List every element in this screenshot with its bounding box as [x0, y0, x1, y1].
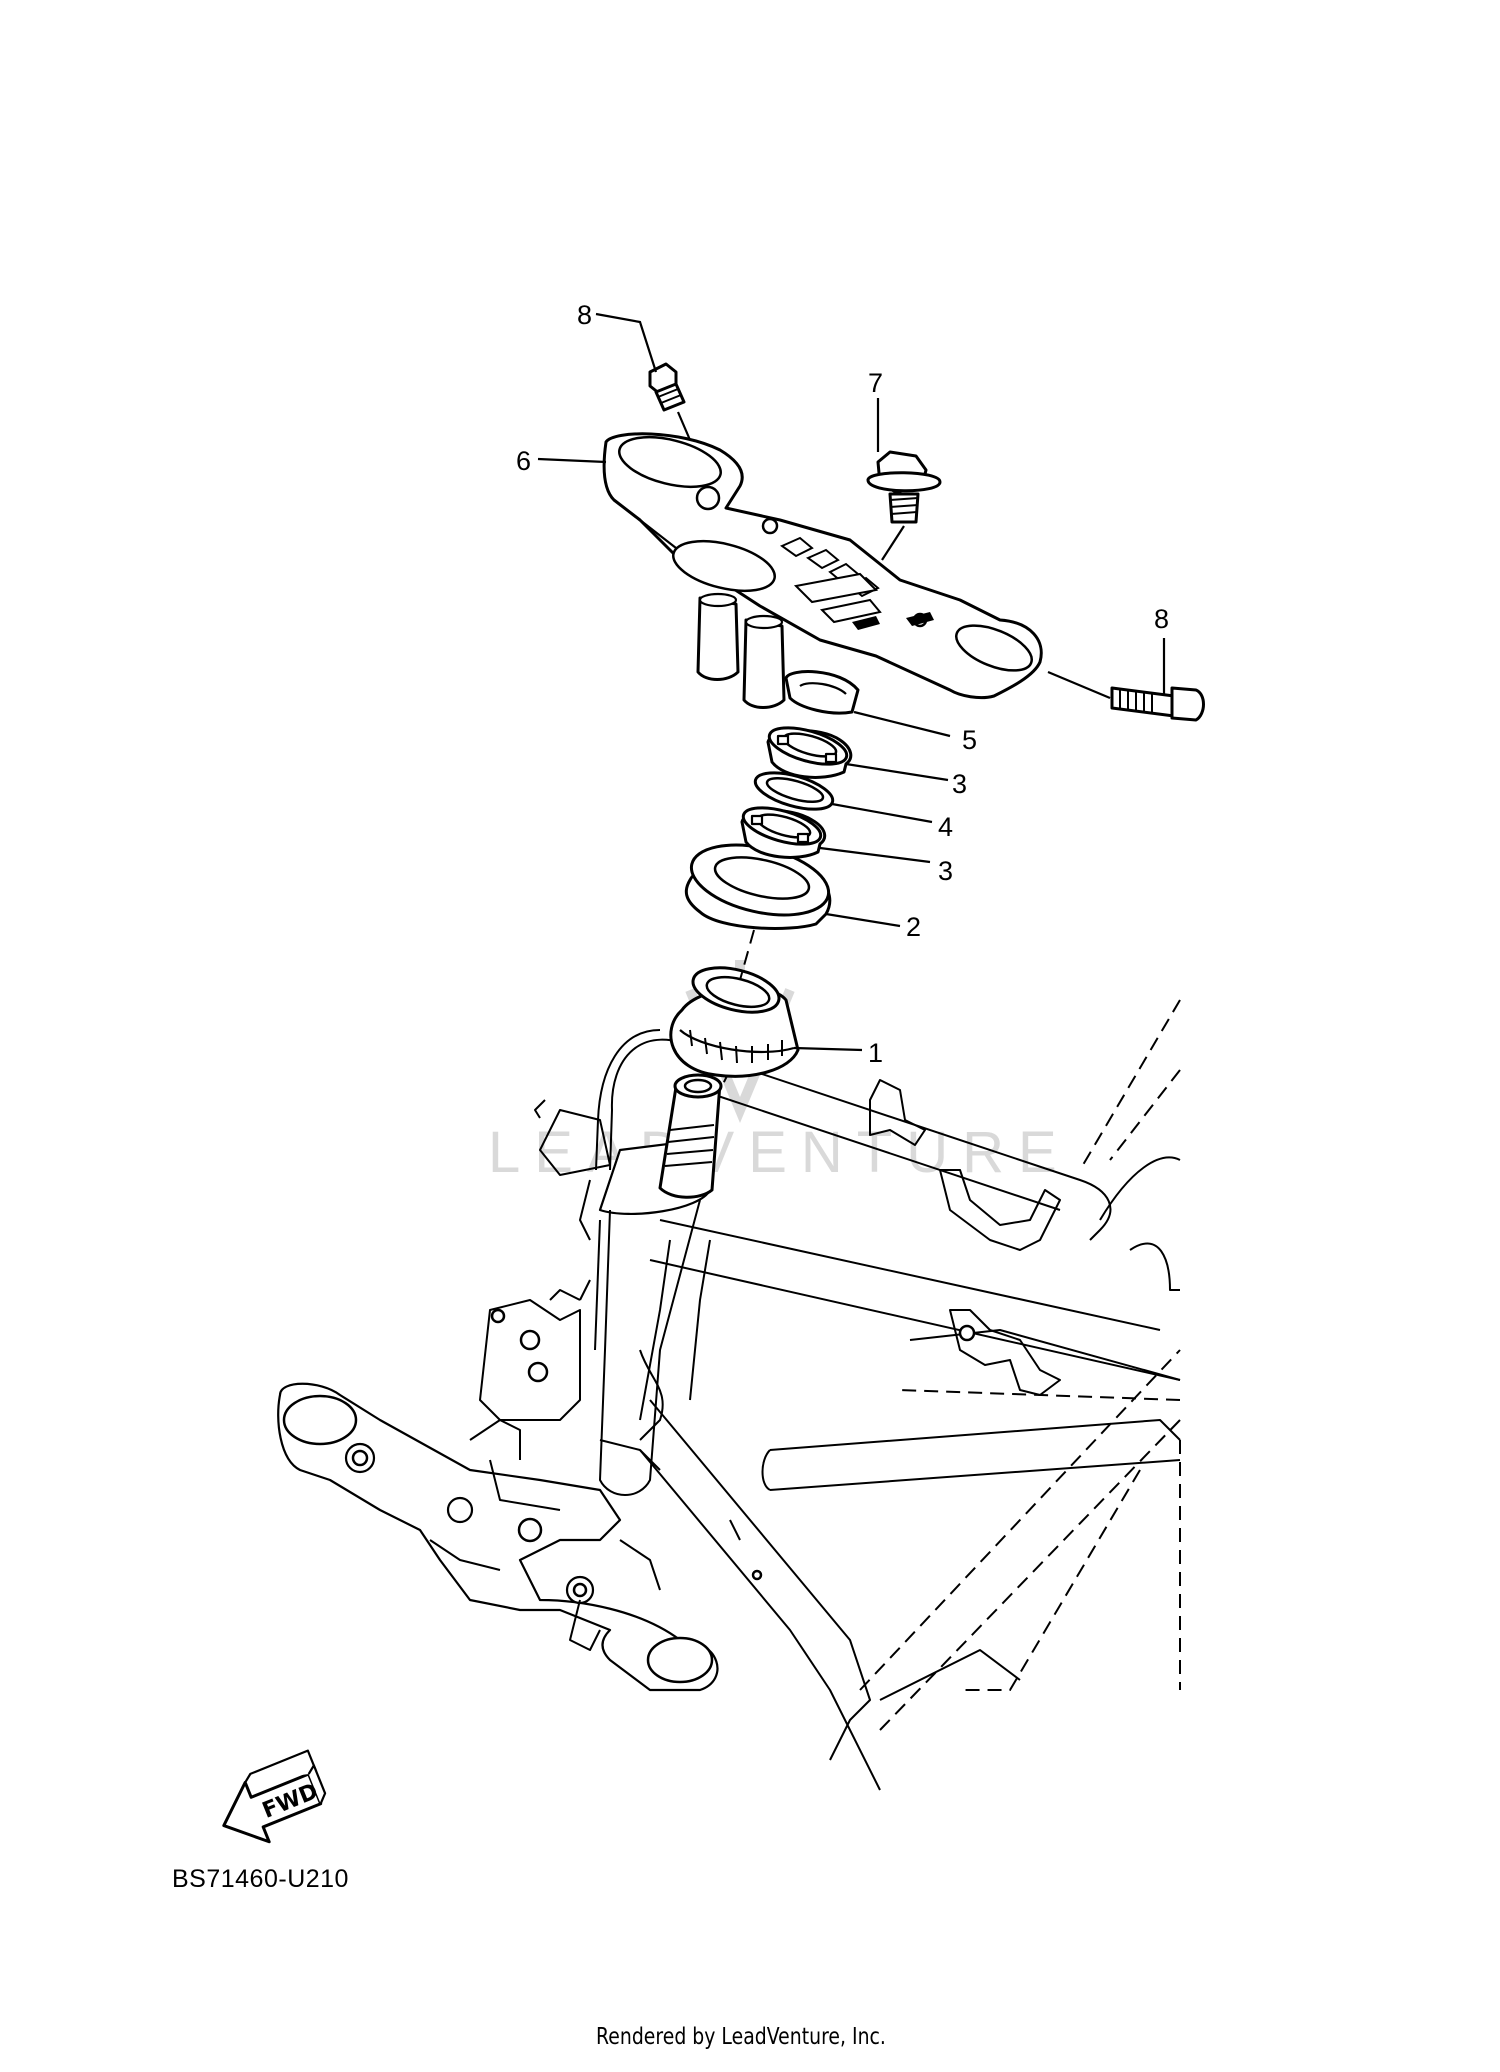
part-5-cap [784, 670, 860, 715]
steering-stem [658, 1073, 723, 1199]
callout-3-upper: 3 [952, 769, 967, 799]
part-8-bolt-right [1047, 670, 1205, 722]
callout-1: 1 [868, 1038, 883, 1068]
callout-7: 7 [868, 368, 883, 398]
part-3-ring-nut-lower [740, 806, 827, 859]
callout-3-lower: 3 [938, 856, 953, 886]
callout-8-right: 8 [1154, 604, 1169, 634]
callout-8-top: 8 [577, 300, 592, 330]
part-7-flange-bolt [866, 450, 942, 561]
part-6-upper-bracket [602, 432, 1043, 709]
fwd-arrow: FWD [222, 1749, 327, 1844]
part-3-ring-nut-upper [766, 726, 853, 779]
diagram-code: BS71460-U210 [172, 1865, 349, 1893]
watermark-text: LEADVENTURE [488, 1120, 1071, 1185]
render-credit: Rendered by LeadVenture, Inc. [596, 2024, 886, 2050]
part-4-lock-washer [753, 771, 835, 811]
part-8-bolt-top [648, 362, 692, 441]
callout-6: 6 [516, 446, 531, 476]
part-1-bearing [669, 966, 800, 1091]
callout-2: 2 [906, 912, 921, 942]
part-2-seal [684, 843, 832, 981]
callouts: 8 7 6 8 5 3 4 3 2 1 [516, 300, 1169, 1068]
callout-5: 5 [962, 725, 977, 755]
frame-assembly [277, 999, 1181, 1791]
callout-4: 4 [938, 812, 953, 842]
